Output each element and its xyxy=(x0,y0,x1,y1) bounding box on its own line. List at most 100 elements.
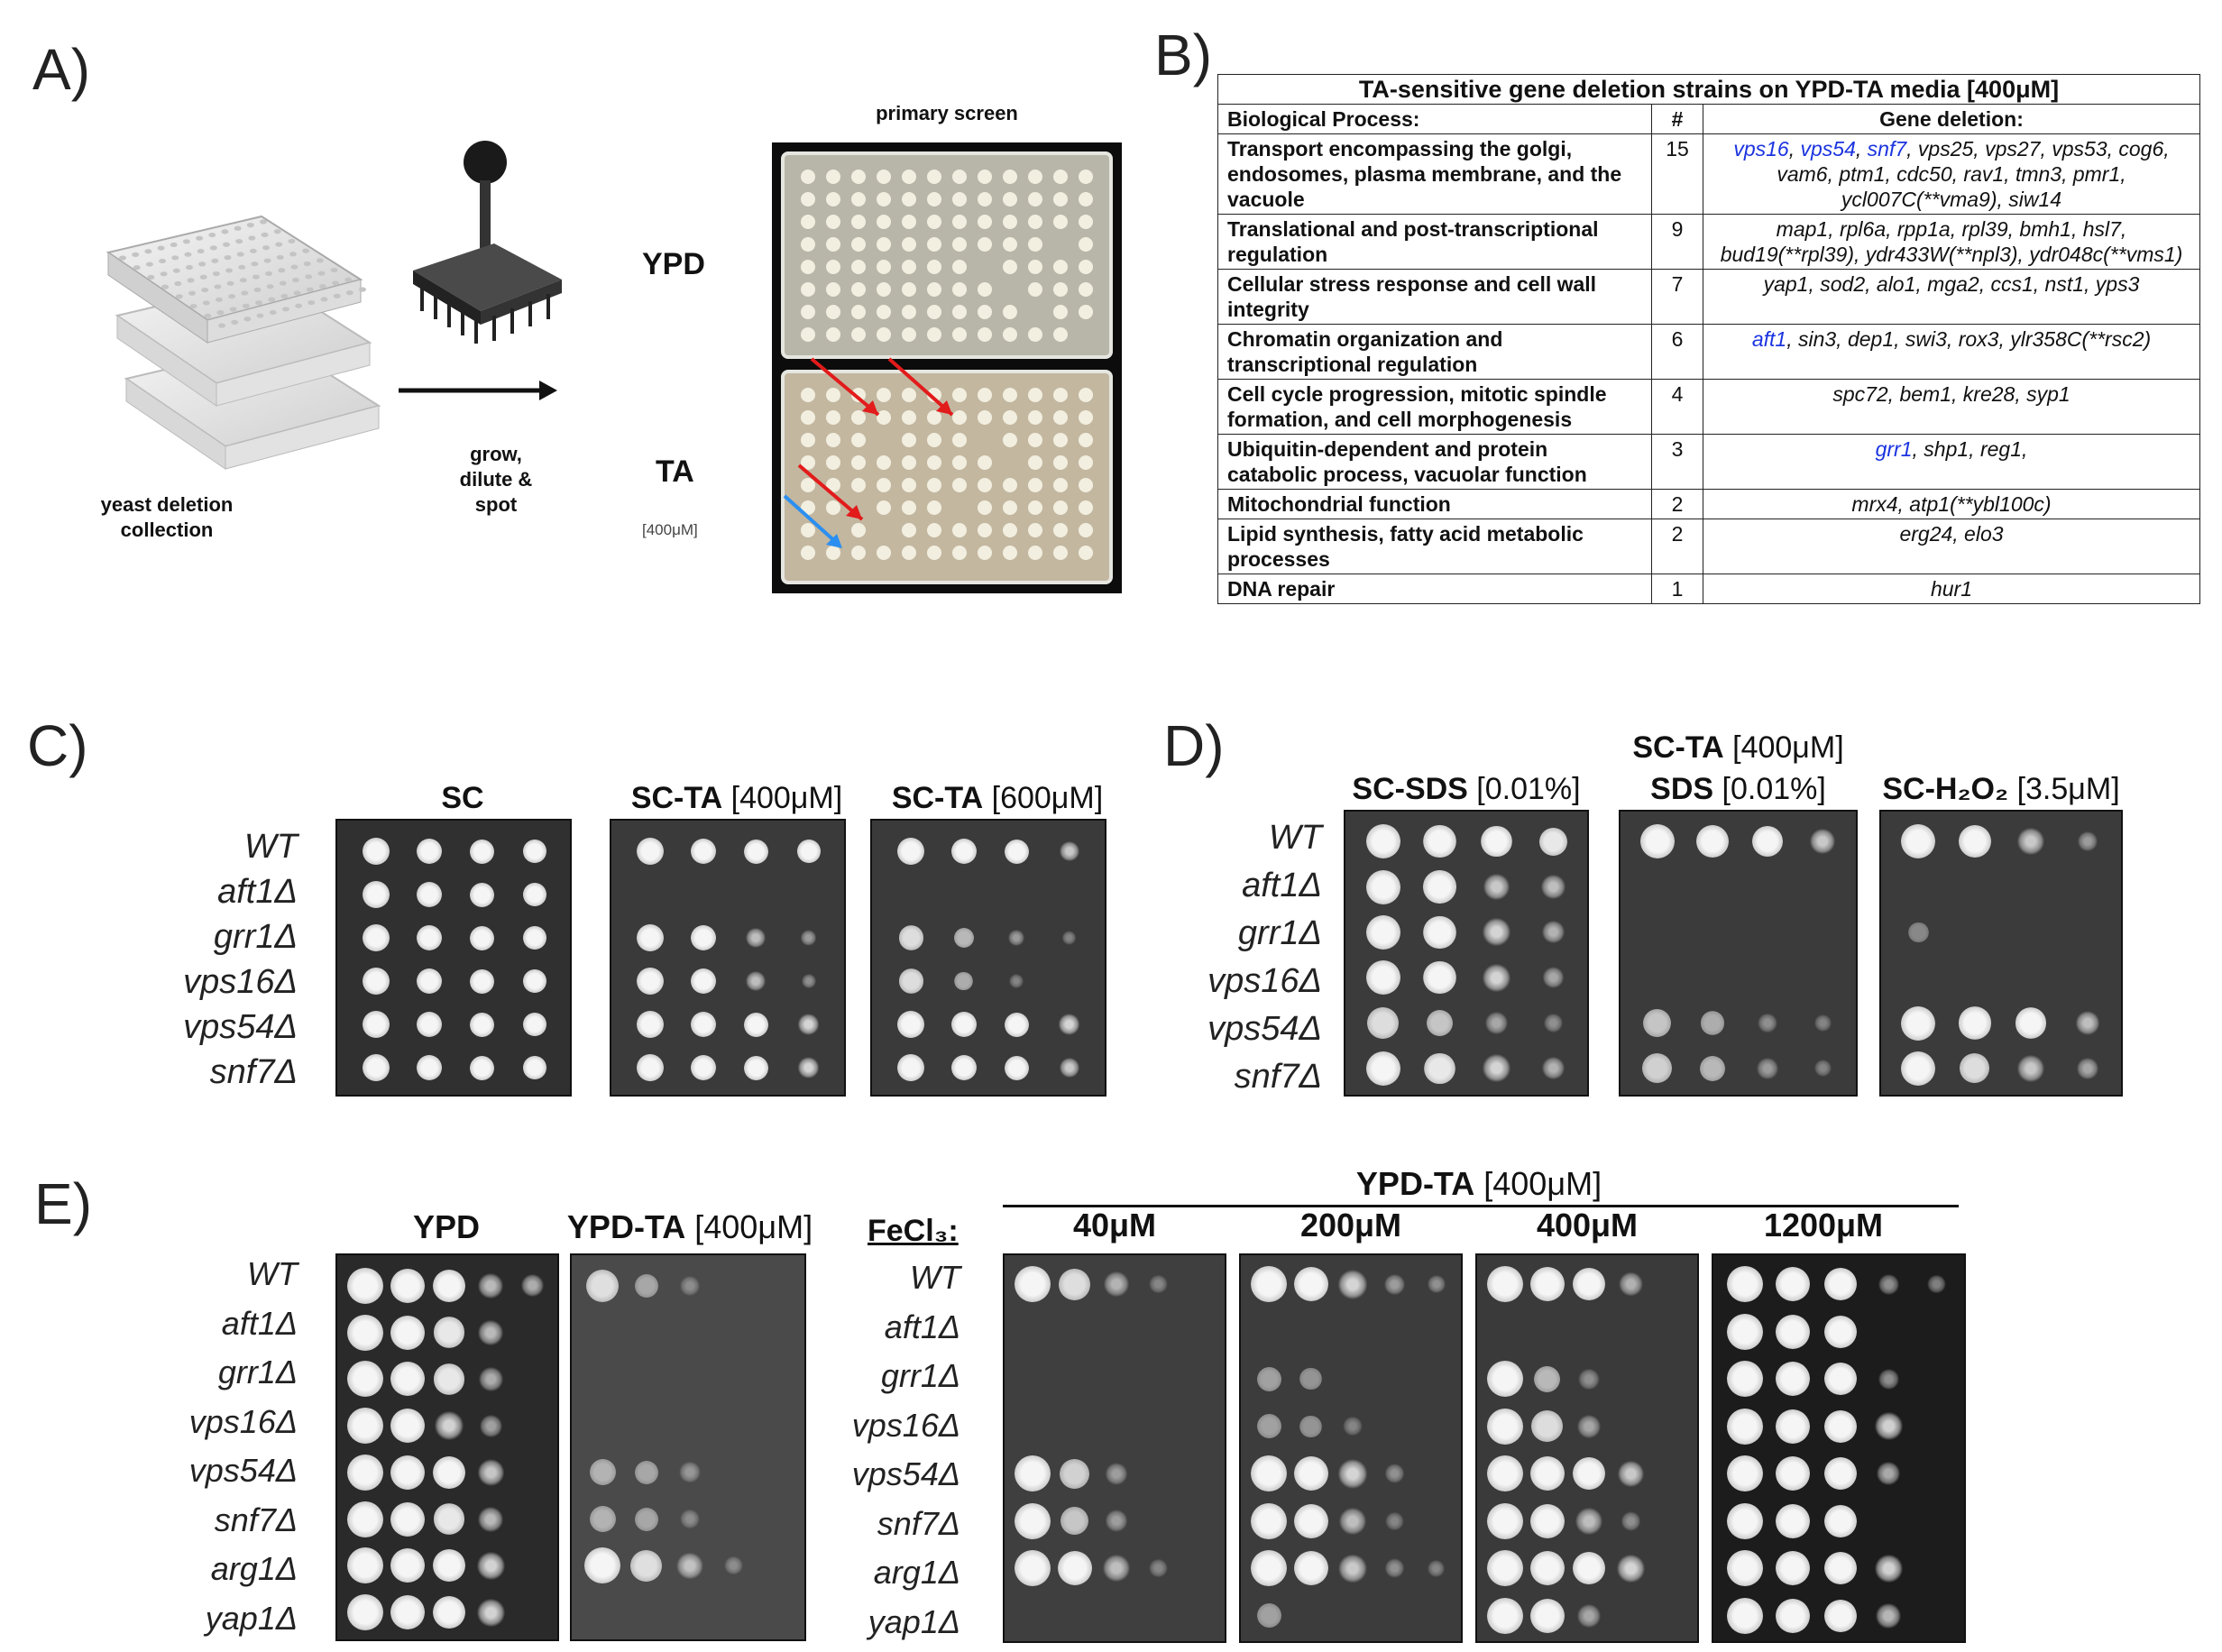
gene-list: yap1, sod2, alo1, mga2, ccs1, nst1, yps3 xyxy=(1763,272,2140,296)
growth-spot xyxy=(1824,1268,1857,1301)
growth-spot xyxy=(347,1501,384,1537)
well xyxy=(241,290,249,296)
growth-spot xyxy=(1726,1550,1763,1587)
well xyxy=(187,278,195,283)
growth-spot xyxy=(1365,914,1400,950)
primary-screen-label: primary screen xyxy=(876,102,1018,124)
colony-spot xyxy=(978,327,992,342)
growth-spot xyxy=(1383,1273,1406,1295)
well xyxy=(198,262,207,267)
colony-spot xyxy=(801,455,815,470)
growth-spot xyxy=(433,1455,465,1489)
growth-spot xyxy=(433,1363,465,1395)
growth-spot xyxy=(690,1054,716,1081)
colony-spot xyxy=(902,215,916,229)
colony-spot xyxy=(877,192,891,206)
colony-spot xyxy=(826,305,840,319)
growth-spot xyxy=(1824,1504,1857,1537)
well xyxy=(289,252,297,257)
colony-spot xyxy=(877,410,891,425)
colony-spot xyxy=(952,523,967,537)
c-plate xyxy=(335,819,572,1097)
growth-spot xyxy=(390,1409,425,1444)
colony-spot xyxy=(927,388,941,402)
colony-spot xyxy=(927,260,941,274)
genes-cell: map1, rpl6a, rpp1a, rpl39, bmh1, hsl7, b… xyxy=(1703,214,2200,270)
colony-spot xyxy=(1028,170,1042,184)
well xyxy=(242,303,250,308)
colony-spot xyxy=(952,546,967,560)
growth-spot xyxy=(347,1361,384,1398)
growth-spot xyxy=(1004,839,1029,864)
growth-spot xyxy=(521,1274,545,1298)
gene-separator: , xyxy=(1906,137,1918,161)
growth-spot xyxy=(690,924,716,951)
e-ypd-plate xyxy=(335,1253,559,1641)
growth-spot xyxy=(433,1596,465,1629)
growth-spot xyxy=(1384,1464,1405,1484)
table-row: Cell cycle progression, mitotic spindle … xyxy=(1217,379,2200,435)
process-cell: Cellular stress response and cell wall i… xyxy=(1217,269,1652,325)
well xyxy=(212,271,220,277)
well xyxy=(147,274,155,280)
growth-spot xyxy=(478,1272,504,1299)
colony-spot xyxy=(1053,282,1068,297)
d-plate-conc: [0.01%] xyxy=(1713,772,1826,806)
strain-label: aft1Δ xyxy=(884,1308,960,1345)
well xyxy=(196,235,204,241)
colony-spot xyxy=(927,500,941,515)
growth-spot xyxy=(1542,967,1565,988)
growth-spot xyxy=(1062,931,1077,945)
well xyxy=(255,300,263,306)
colony-spot xyxy=(851,305,866,319)
colony-spot xyxy=(877,305,891,319)
growth-spot xyxy=(1487,1408,1524,1445)
colony-spot xyxy=(978,478,992,492)
well xyxy=(288,238,296,244)
growth-spot xyxy=(1299,1415,1322,1437)
growth-spot xyxy=(950,1011,977,1038)
growth-spot xyxy=(1617,1460,1645,1487)
colony-spot xyxy=(1028,410,1042,425)
colony-spot xyxy=(826,192,840,206)
colony-spot xyxy=(952,170,967,184)
strain-label: aft1Δ xyxy=(221,1304,298,1342)
growth-spot xyxy=(416,1011,442,1038)
growth-spot xyxy=(2077,831,2098,852)
colony-spot xyxy=(952,388,967,402)
well xyxy=(251,262,259,267)
gene-list: vps25, vps27, vps53, cog6, vam6, ptm1, c… xyxy=(1777,137,2170,211)
d-plate xyxy=(1879,810,2123,1097)
well xyxy=(170,242,178,248)
colony-spot xyxy=(826,500,840,515)
colony-spot xyxy=(1003,433,1017,447)
growth-spot xyxy=(1299,1368,1322,1390)
growth-spot xyxy=(1293,1267,1328,1302)
colony-spot xyxy=(927,215,941,229)
colony-spot xyxy=(1079,478,1093,492)
fecl3-label: FeCl₃: xyxy=(868,1214,959,1248)
colony-spot xyxy=(978,455,992,470)
growth-spot xyxy=(1878,1368,1899,1390)
growth-spot xyxy=(1103,1555,1130,1582)
panel-d-letter: D) xyxy=(1163,713,1225,778)
d-plate-title: SC-H₂O₂ [3.5μM] xyxy=(1852,772,2150,807)
e-group-conc: [400μM] xyxy=(1483,1165,1602,1202)
growth-spot xyxy=(390,1501,425,1537)
colony-spot xyxy=(1079,455,1093,470)
colony-spot xyxy=(801,500,815,515)
growth-spot xyxy=(2017,1055,2045,1082)
colony-spot xyxy=(826,327,840,342)
well xyxy=(225,268,234,273)
colony-spot xyxy=(1003,327,1017,342)
well xyxy=(201,287,209,293)
well xyxy=(318,283,326,289)
growth-spot xyxy=(1009,973,1024,989)
e-fecl3-plate xyxy=(1475,1253,1699,1643)
well-plate-stack-illustration xyxy=(106,215,381,470)
colony-spot xyxy=(1028,282,1042,297)
well xyxy=(280,293,289,299)
growth-spot xyxy=(390,1548,425,1583)
growth-spot xyxy=(1251,1502,1288,1539)
